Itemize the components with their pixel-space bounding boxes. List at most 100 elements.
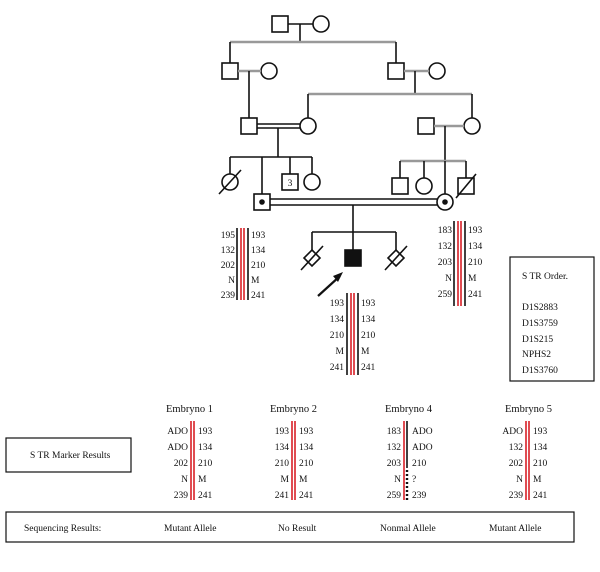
allele-value: 203 [438, 258, 453, 268]
str-marker-results-box [5, 437, 132, 473]
embryo-name: Embryno 4 [385, 404, 433, 415]
allele-value: 241 [198, 491, 213, 501]
allele-value: 134 [330, 315, 345, 325]
gen3-left-male [240, 117, 258, 135]
allele-value: 210 [299, 459, 314, 469]
allele-value: ADO [412, 443, 433, 453]
allele-value: 134 [361, 315, 376, 325]
allele-value: 241 [275, 491, 290, 501]
gen2-left-female [260, 62, 278, 80]
deceased-slash [384, 245, 408, 271]
allele-value: 132 [509, 443, 524, 453]
allele-value: ADO [502, 427, 523, 437]
allele-value: M [251, 276, 260, 286]
gen2-right-female [428, 62, 446, 80]
embryo-1: Embryno 1 ADO ADO 202 N 239 193 134 210 … [166, 404, 213, 501]
allele-value: N [445, 274, 452, 284]
sequencing-results-box [5, 511, 575, 543]
father-haplotype: 195 132 202 N 239 193 134 210 M 241 [221, 231, 266, 301]
allele-value: 193 [330, 299, 345, 309]
gen3-right-female [463, 117, 481, 135]
carrier-dot [259, 199, 265, 205]
allele-value: M [533, 475, 542, 485]
allele-value: 210 [198, 459, 213, 469]
allele-value: 210 [275, 459, 290, 469]
allele-value: 241 [251, 291, 266, 301]
embryo-5: Embryno 5 ADO 132 202 N 239 193 134 210 … [502, 404, 552, 501]
gen4-female-sib [303, 173, 321, 191]
gen2-left-male [221, 62, 239, 80]
deceased-slash [455, 173, 477, 199]
sequencing-results-label: Sequencing Results: [24, 524, 101, 534]
allele-value: M [336, 347, 345, 357]
sequencing-result: No Result [278, 524, 317, 534]
allele-value: ADO [167, 443, 188, 453]
gen4r-female [415, 177, 433, 195]
allele-value: 241 [533, 491, 548, 501]
allele-value: 183 [387, 427, 402, 437]
embryo-name: Embryno 2 [270, 404, 317, 415]
sequencing-result: Mutant Allele [489, 524, 542, 534]
allele-value: 210 [330, 331, 345, 341]
allele-value: ADO [412, 427, 433, 437]
allele-value: 241 [330, 363, 345, 373]
allele-value: 241 [361, 363, 376, 373]
allele-value: 134 [299, 443, 314, 453]
str-marker-results-label: S TR Marker Results [30, 451, 111, 461]
allele-value: 202 [221, 261, 236, 271]
gen3-right-male [417, 117, 435, 135]
str-marker-name: NPHS2 [522, 350, 551, 360]
allele-value: N [228, 276, 235, 286]
allele-value: 132 [438, 242, 453, 252]
str-marker-name: D1S215 [522, 335, 553, 345]
allele-value: 193 [275, 427, 290, 437]
allele-value: 259 [438, 290, 453, 300]
str-marker-name: D1S3760 [522, 366, 558, 376]
allele-value: M [281, 475, 290, 485]
str-order-title: S TR Order. [522, 272, 568, 282]
allele-value: 210 [412, 459, 427, 469]
allele-value: M [468, 274, 477, 284]
allele-value: ADO [167, 427, 188, 437]
gen1-male [271, 15, 289, 33]
allele-value: 239 [509, 491, 524, 501]
allele-value: 239 [174, 491, 189, 501]
gen2-right-male [387, 62, 405, 80]
allele-value: N [181, 475, 188, 485]
sequencing-result: Nonmal Allele [380, 524, 436, 534]
allele-value: 132 [387, 443, 402, 453]
allele-value: 259 [387, 491, 402, 501]
gen1-female [312, 15, 330, 33]
allele-value: N [394, 475, 401, 485]
embryo-2: Embryno 2 193 134 210 M 241 193 134 210 … [270, 404, 317, 501]
allele-value: M [299, 475, 308, 485]
allele-value: M [361, 347, 370, 357]
gen4-male-number [281, 173, 299, 191]
str-marker-name: D1S3759 [522, 319, 558, 329]
allele-value: 195 [221, 231, 236, 241]
allele-value: ? [412, 475, 416, 485]
allele-value: 193 [198, 427, 213, 437]
allele-value: 210 [361, 331, 376, 341]
allele-value: 134 [251, 246, 266, 256]
allele-value: 210 [468, 258, 483, 268]
allele-value: M [198, 475, 207, 485]
sequencing-result: Mutant Allele [164, 524, 217, 534]
allele-value: 193 [251, 231, 266, 241]
allele-value: 132 [221, 246, 236, 256]
allele-value: 193 [468, 226, 483, 236]
allele-value: 193 [361, 299, 376, 309]
allele-value: 134 [533, 443, 548, 453]
gen4r-male [391, 177, 409, 195]
allele-value: N [516, 475, 523, 485]
allele-value: 210 [533, 459, 548, 469]
allele-value: 134 [198, 443, 213, 453]
arrow-head-icon [333, 272, 343, 282]
embryo-name: Embryno 1 [166, 404, 213, 415]
allele-value: 202 [174, 459, 189, 469]
allele-value: 134 [468, 242, 483, 252]
allele-value: 239 [221, 291, 236, 301]
allele-value: 183 [438, 226, 453, 236]
allele-value: 134 [275, 443, 290, 453]
